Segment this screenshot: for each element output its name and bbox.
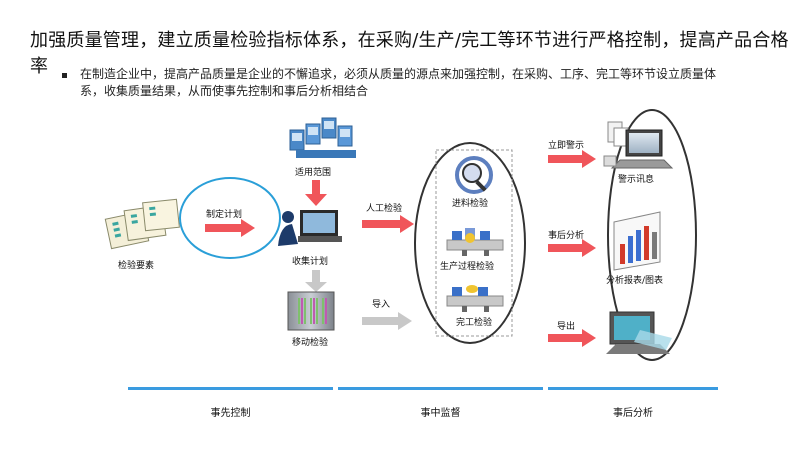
completion-icon: [446, 285, 504, 312]
person-computer-icon: [278, 210, 342, 246]
bullet-marker: [62, 73, 67, 78]
immediate-alert-label: 立即警示: [548, 141, 585, 151]
page-title: 加强质量管理，建立质量检验指标体系，在采购/生产/完工等环节进行严格控制，提高产…: [30, 30, 789, 77]
collect-down-arrow: [305, 270, 327, 292]
server-icon: [287, 291, 335, 331]
export-arrow: [548, 329, 596, 347]
magnifier-icon: [455, 156, 493, 194]
alert-arrow: [548, 150, 596, 168]
monitor-ellipse: [414, 142, 526, 344]
scope-down-arrow: [305, 180, 327, 206]
phase-label-post: 事后分析: [613, 408, 653, 419]
manual-inspection-arrow: [362, 215, 414, 233]
plan-ellipse: [179, 177, 281, 259]
phase-bar-post: [548, 387, 718, 390]
analysis-ellipse: [607, 109, 697, 361]
manual-inspection-label: 人工检验: [366, 204, 403, 214]
process-icon: [446, 228, 504, 256]
alert-info-label: 警示讯息: [618, 175, 655, 185]
import-label: 导入: [372, 300, 391, 310]
report-label: 分析报表/图表: [606, 276, 664, 286]
monitor-export-icon: [606, 311, 672, 354]
scope-label: 适用范围: [295, 168, 332, 178]
bullet-text: 在制造企业中，提高产品质量是企业的不懈追求，必须从质量的源点来加强控制，在采购、…: [80, 67, 717, 98]
collect-plan-label: 收集计划: [292, 257, 329, 267]
make-plan-arrow: [205, 219, 255, 237]
phase-bar-pre: [128, 387, 333, 390]
import-arrow: [362, 312, 412, 330]
phase-label-pre: 事先控制: [210, 408, 251, 419]
incoming-inspection-label: 进料检验: [452, 199, 489, 209]
process-inspection-label: 生产过程检验: [440, 262, 495, 272]
post-analysis-arrow: [548, 239, 596, 257]
mobile-inspection-label: 移动检验: [292, 338, 329, 348]
completion-inspection-label: 完工检验: [456, 318, 493, 328]
computers-icon: [289, 117, 356, 158]
monitor-dashed-box: [435, 149, 513, 337]
export-label: 导出: [557, 322, 576, 332]
laptop-alert-icon: [603, 121, 674, 169]
inspection-items-label: 检验要素: [118, 261, 155, 271]
make-plan-label: 制定计划: [206, 210, 243, 220]
post-analysis-label: 事后分析: [548, 231, 585, 241]
phase-bar-mid: [338, 387, 543, 390]
phase-label-mid: 事中监督: [420, 408, 461, 419]
document-icon: [104, 198, 180, 250]
bar-chart-icon: [613, 211, 661, 271]
